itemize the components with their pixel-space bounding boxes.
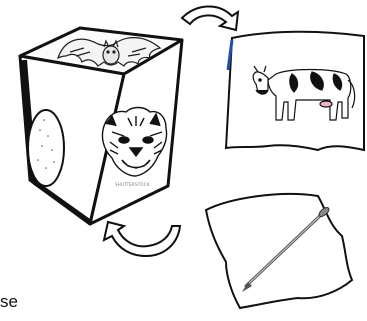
curved-arrow-top-icon: [182, 6, 238, 30]
egg-icon: [28, 110, 64, 186]
caption-text: se: [0, 292, 18, 312]
nail-panel: [206, 194, 352, 308]
watermark-text: SHUTTERSTOCK: [115, 182, 150, 187]
curved-arrow-bottom-icon: [104, 222, 180, 256]
